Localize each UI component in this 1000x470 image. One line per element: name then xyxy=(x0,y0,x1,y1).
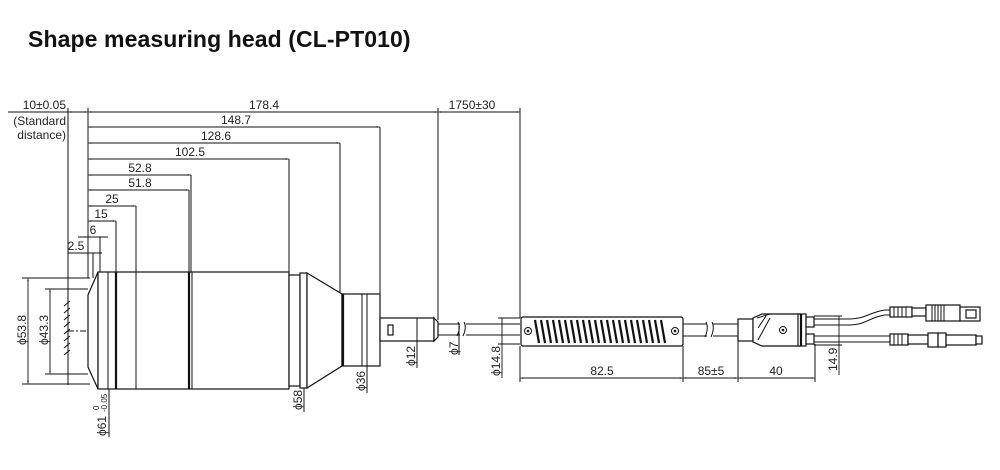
dim-178-4: 178.4 xyxy=(249,98,279,112)
screw-icon xyxy=(779,326,787,334)
dim-102-5: 102.5 xyxy=(175,145,205,159)
head-diameters: ϕ53.8 ϕ43.3 ϕ61 0 -0.05 ϕ58 ϕ36 ϕ12 ϕ7 xyxy=(15,277,461,437)
dim-h-14-9: 14.9 xyxy=(826,347,840,371)
dim-52-8: 52.8 xyxy=(128,161,152,175)
bottom-dimensions: 82.5 85±5 40 xyxy=(519,341,816,382)
dim-phi-36: ϕ36 xyxy=(354,371,368,391)
dim-standard-distance-note-1: (Standard xyxy=(13,114,66,128)
screw-icon xyxy=(524,327,532,335)
dim-phi-14-8: ϕ14.8 xyxy=(489,346,503,376)
dim-2-5: 2.5 xyxy=(68,239,85,253)
dim-phi-61-tol-upper: 0 xyxy=(92,405,101,410)
dim-15: 15 xyxy=(94,207,108,221)
dim-phi-61-tol-lower: -0.05 xyxy=(100,393,109,412)
dim-phi-12: ϕ12 xyxy=(404,346,418,366)
dim-128-6: 128.6 xyxy=(201,129,231,143)
dim-85-5: 85±5 xyxy=(698,364,725,378)
dim-phi-53-8: ϕ53.8 xyxy=(15,315,29,345)
dim-25: 25 xyxy=(105,192,119,206)
measuring-head xyxy=(63,271,520,390)
dim-standard-distance: 10±0.05 xyxy=(23,98,67,112)
dim-standard-distance-note-2: distance) xyxy=(17,128,66,142)
screw-icon xyxy=(671,327,679,335)
dim-phi-7: ϕ7 xyxy=(447,341,461,355)
dim-phi-43-3: ϕ43.3 xyxy=(37,315,51,345)
dim-82-5: 82.5 xyxy=(590,364,614,378)
dim-40: 40 xyxy=(769,364,783,378)
page-title: Shape measuring head (CL-PT010) xyxy=(28,26,411,52)
dim-phi-58: ϕ58 xyxy=(291,390,305,410)
relay-unit: ϕ14.8 xyxy=(489,316,738,378)
dim-phi-61: ϕ61 xyxy=(95,416,109,436)
dim-6: 6 xyxy=(90,223,97,237)
dim-cable-length: 1750±30 xyxy=(449,98,496,112)
dim-51-8: 51.8 xyxy=(128,176,152,190)
connector: 14.9 xyxy=(737,304,983,375)
dim-148-7: 148.7 xyxy=(221,113,251,127)
